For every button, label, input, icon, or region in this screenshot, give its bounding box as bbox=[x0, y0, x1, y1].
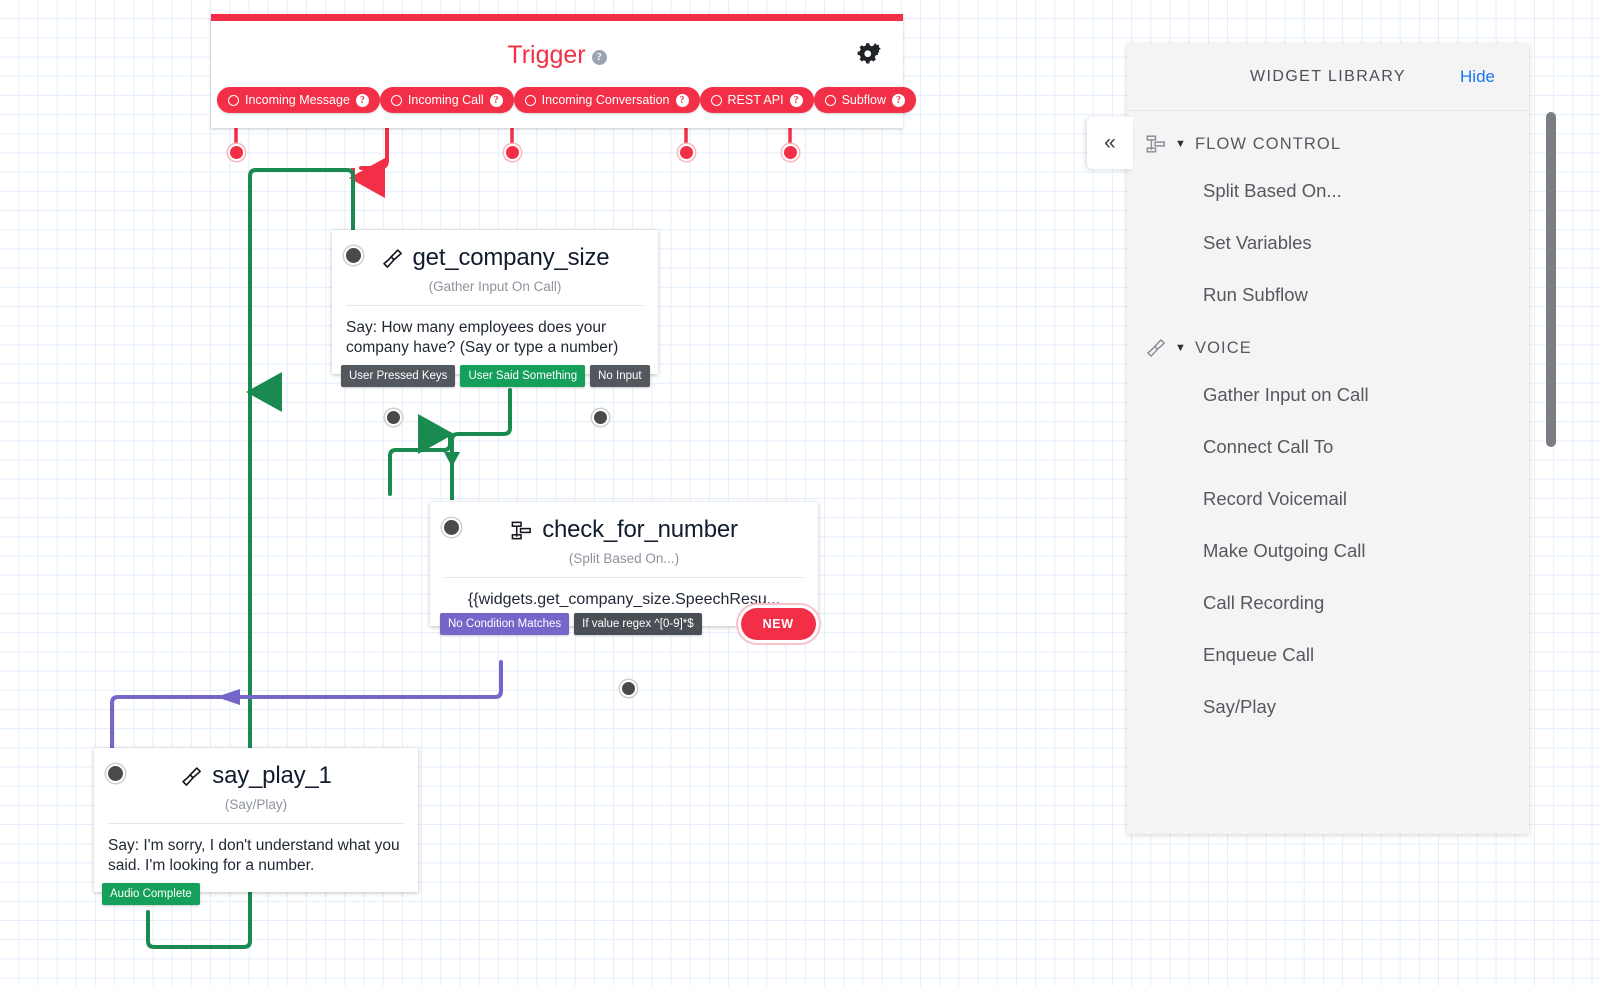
library-item-make-outgoing-call[interactable]: Make Outgoing Call bbox=[1203, 540, 1366, 561]
flow-node-say-play-1[interactable]: say_play_1 (Say/Play) Say: I'm sorry, I … bbox=[94, 748, 418, 905]
output-no-input[interactable]: No Input bbox=[590, 365, 650, 387]
node-input-handle[interactable] bbox=[442, 518, 461, 537]
pill-label: Incoming Call bbox=[407, 93, 484, 107]
pill-label: Incoming Message bbox=[245, 93, 350, 107]
node-input-handle[interactable] bbox=[106, 764, 125, 783]
node-title-text: check_for_number bbox=[542, 516, 738, 543]
widget-library-header: WIDGET LIBRARY Hide bbox=[1127, 44, 1529, 111]
widget-library-title: WIDGET LIBRARY bbox=[1250, 68, 1406, 85]
help-icon[interactable]: ? bbox=[489, 93, 503, 107]
node-title: check_for_number bbox=[444, 516, 804, 544]
library-item-call-recording[interactable]: Call Recording bbox=[1203, 592, 1325, 613]
library-group-label: FLOW CONTROL bbox=[1195, 134, 1342, 153]
output-user-pressed-keys[interactable]: User Pressed Keys bbox=[341, 365, 456, 387]
library-group-flow-control[interactable]: ▼ FLOW CONTROL bbox=[1127, 117, 1529, 165]
flow-node-check-for-number[interactable]: check_for_number (Split Based On...) {{w… bbox=[430, 502, 818, 640]
trigger-pill-incoming-message[interactable]: Incoming Message ? bbox=[217, 87, 380, 113]
node-subtitle: (Gather Input On Call) bbox=[346, 279, 644, 306]
split-icon bbox=[510, 519, 533, 542]
help-icon[interactable]: ? bbox=[892, 93, 906, 107]
help-icon[interactable]: ? bbox=[675, 93, 689, 107]
trigger-pill-subflow[interactable]: Subflow ? bbox=[813, 87, 917, 113]
output-dot-if-value-regex[interactable] bbox=[620, 680, 637, 697]
trigger-endpoint-incoming-message[interactable] bbox=[228, 144, 245, 161]
node-output-list: No Condition Matches If value regex ^[0-… bbox=[440, 608, 816, 640]
caret-down-icon[interactable]: ▼ bbox=[1175, 138, 1187, 150]
phone-handset-icon bbox=[381, 247, 404, 270]
node-title-text: get_company_size bbox=[412, 244, 610, 271]
node-output-list: Audio Complete bbox=[102, 883, 200, 905]
trigger-widget[interactable]: Trigger? Incoming Message ? Incoming Cal… bbox=[211, 14, 917, 128]
library-group-voice[interactable]: ▼ VOICE bbox=[1127, 321, 1529, 369]
library-item-gather-input-on-call[interactable]: Gather Input on Call bbox=[1203, 384, 1369, 405]
library-item-enqueue-call[interactable]: Enqueue Call bbox=[1203, 644, 1315, 665]
trigger-endpoint-incoming-conversation[interactable] bbox=[504, 144, 521, 161]
node-subtitle: (Say/Play) bbox=[108, 797, 404, 824]
trigger-endpoint-subflow[interactable] bbox=[782, 144, 799, 161]
library-item-connect-call-to[interactable]: Connect Call To bbox=[1203, 436, 1334, 457]
circle-outline-icon bbox=[390, 94, 402, 106]
help-icon[interactable]: ? bbox=[355, 93, 369, 107]
circle-outline-icon bbox=[524, 94, 536, 106]
output-user-said-something[interactable]: User Said Something bbox=[460, 365, 586, 387]
phone-handset-icon bbox=[180, 765, 203, 788]
node-title-text: say_play_1 bbox=[212, 762, 332, 789]
circle-outline-icon bbox=[710, 94, 722, 106]
node-output-list: User Pressed Keys User Said Something No… bbox=[341, 365, 650, 387]
trigger-title: Trigger? bbox=[211, 41, 903, 70]
library-scrollbar-thumb[interactable] bbox=[1546, 112, 1556, 447]
node-subtitle: (Split Based On...) bbox=[444, 551, 804, 578]
node-body-text: Say: I'm sorry, I don't understand what … bbox=[108, 837, 400, 874]
circle-outline-icon bbox=[824, 94, 836, 106]
pill-label: Incoming Conversation bbox=[541, 93, 670, 107]
trigger-pill-list: Incoming Message ? Incoming Call ? Incom… bbox=[211, 85, 917, 115]
add-new-condition-button[interactable]: NEW bbox=[740, 608, 816, 640]
trigger-endpoint-rest-api[interactable] bbox=[678, 144, 695, 161]
circle-outline-icon bbox=[228, 94, 239, 106]
library-item-split-based-on[interactable]: Split Based On... bbox=[1203, 180, 1342, 201]
library-item-record-voicemail[interactable]: Record Voicemail bbox=[1203, 488, 1347, 509]
node-input-handle[interactable] bbox=[344, 246, 363, 265]
library-item-set-variables[interactable]: Set Variables bbox=[1203, 232, 1312, 253]
help-icon[interactable]: ? bbox=[591, 50, 607, 65]
output-dot-no-input[interactable] bbox=[592, 409, 609, 426]
gears-icon[interactable] bbox=[855, 41, 881, 67]
output-dot-user-pressed-keys[interactable] bbox=[385, 409, 402, 426]
node-body-text: {{widgets.get_company_size.SpeechResu... bbox=[467, 591, 781, 608]
trigger-title-text: Trigger bbox=[507, 41, 586, 69]
trigger-pill-incoming-call[interactable]: Incoming Call ? bbox=[379, 87, 514, 113]
phone-handset-icon bbox=[1145, 337, 1167, 359]
hide-library-button[interactable]: Hide bbox=[1460, 67, 1495, 86]
pill-label: Subflow bbox=[841, 93, 887, 107]
node-title: say_play_1 bbox=[108, 762, 404, 790]
output-if-value-regex[interactable]: If value regex ^[0-9]*$ bbox=[574, 613, 702, 635]
library-item-run-subflow[interactable]: Run Subflow bbox=[1203, 284, 1308, 305]
node-title: get_company_size bbox=[346, 244, 644, 272]
output-no-condition-matches[interactable]: No Condition Matches bbox=[440, 613, 570, 635]
library-group-label: VOICE bbox=[1195, 338, 1252, 357]
caret-down-icon[interactable]: ▼ bbox=[1175, 342, 1187, 354]
widget-library-list: ▼ FLOW CONTROL Split Based On... Set Var… bbox=[1127, 111, 1529, 733]
pill-label: REST API bbox=[727, 93, 784, 107]
split-icon bbox=[1145, 133, 1167, 155]
node-body-text: Say: How many employees does your compan… bbox=[346, 319, 619, 356]
chevron-double-left-icon[interactable]: « bbox=[1087, 117, 1133, 169]
help-icon[interactable]: ? bbox=[789, 93, 803, 107]
library-item-say-play[interactable]: Say/Play bbox=[1203, 696, 1277, 717]
flow-node-get-company-size[interactable]: get_company_size (Gather Input On Call) … bbox=[332, 230, 658, 387]
trigger-pill-incoming-conversation[interactable]: Incoming Conversation ? bbox=[513, 87, 700, 113]
widget-library-panel[interactable]: « WIDGET LIBRARY Hide ▼ FLOW CONTROL Spl… bbox=[1087, 44, 1556, 834]
output-audio-complete[interactable]: Audio Complete bbox=[102, 883, 200, 905]
trigger-pill-rest-api[interactable]: REST API ? bbox=[699, 87, 814, 113]
